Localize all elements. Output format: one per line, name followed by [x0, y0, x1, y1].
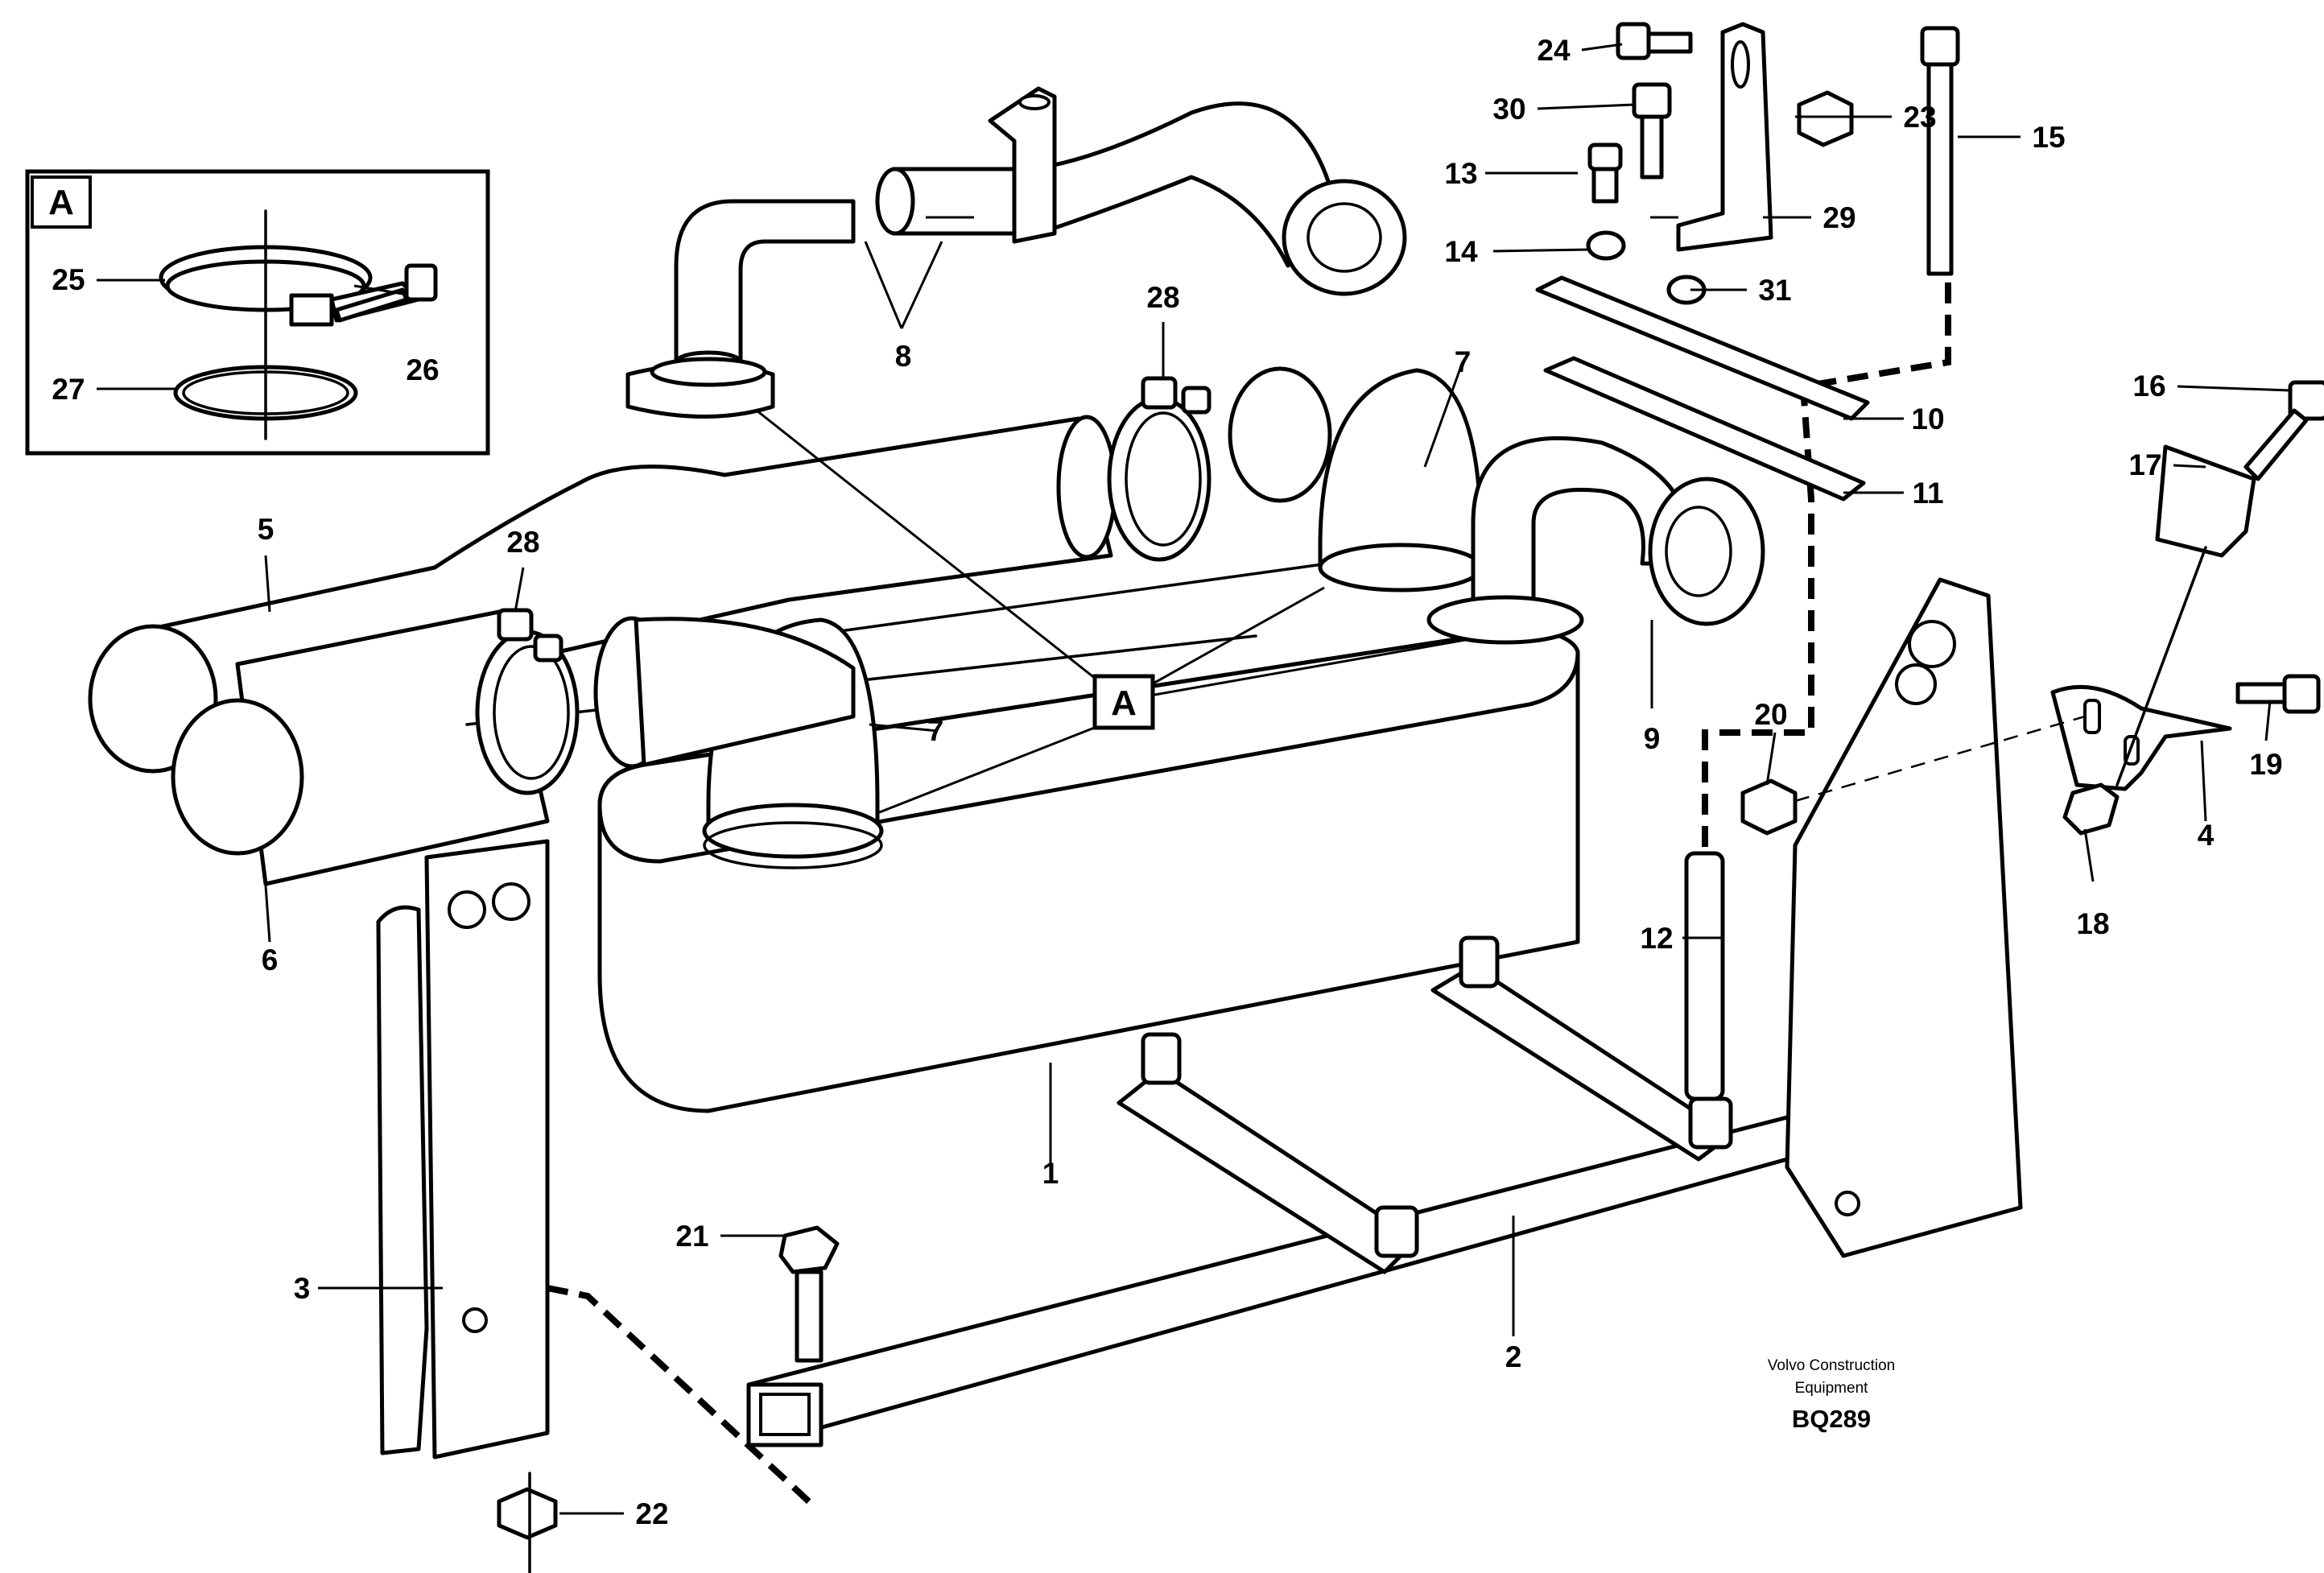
callout-28-front: 28 [506, 526, 539, 559]
spacer-14 [1586, 230, 1626, 261]
center-marker-a: A [756, 409, 1466, 815]
elbow-7-front [593, 616, 884, 869]
clamp-17 [2155, 444, 2256, 558]
callout-9: 9 [1644, 722, 1661, 755]
nut-23 [1797, 90, 1854, 147]
callout-12: 12 [1640, 922, 1673, 955]
bolt-13 [1587, 142, 1623, 204]
callout-20: 20 [1754, 698, 1787, 731]
bolt-19 [2235, 674, 2321, 714]
detail-a-label: A [48, 183, 74, 222]
callout-4: 4 [2198, 819, 2215, 852]
nut-22 [497, 1487, 558, 1540]
bracket-29 [1676, 22, 1773, 252]
spacer-12 [1684, 851, 1725, 1101]
callout-16: 16 [2132, 370, 2165, 403]
clamp-28-rear [1107, 376, 1212, 562]
bolt-26 [334, 263, 438, 323]
elbow-7-rear [1228, 366, 1484, 592]
callout-6: 6 [262, 943, 279, 976]
callout-7-rear: 7 [1455, 345, 1472, 378]
plate-10 [1535, 275, 1870, 421]
bolt-16 [2244, 380, 2324, 481]
callout-22: 22 [635, 1497, 668, 1530]
credit-line-2: Equipment [1795, 1380, 1869, 1397]
plate-11 [1543, 356, 1866, 502]
callout-23: 23 [1903, 101, 1936, 134]
callout-1: 1 [1042, 1157, 1059, 1190]
callout-25: 25 [52, 263, 85, 296]
callout-31: 31 [1758, 274, 1791, 307]
pipe-8-assembly [625, 86, 1407, 419]
callout-27: 27 [52, 373, 85, 406]
callout-13: 13 [1444, 157, 1477, 190]
callout-18: 18 [2076, 907, 2109, 940]
pipe-9 [1426, 436, 1765, 645]
callout-15: 15 [2032, 121, 2065, 154]
callout-19: 19 [2249, 748, 2282, 781]
callout-5: 5 [258, 513, 275, 546]
callout-8: 8 [895, 340, 912, 373]
callout-17: 17 [2128, 448, 2161, 481]
bolt-21 [778, 1225, 840, 1363]
nut-18 [2062, 782, 2120, 836]
callout-14: 14 [1444, 235, 1478, 268]
callout-2: 2 [1505, 1340, 1522, 1373]
bolt-24 [1616, 22, 1693, 60]
drawing-code: BQ289 [1792, 1405, 1871, 1433]
callout-28-rear: 28 [1146, 281, 1179, 314]
bracket-4-plate [1785, 577, 2232, 1258]
nut-20 [1740, 778, 1798, 836]
center-a-label: A [1111, 683, 1137, 723]
callout-7-front: 7 [927, 714, 944, 747]
detail-inset-a: A [25, 169, 490, 456]
callout-10: 10 [1911, 403, 1944, 436]
callout-3: 3 [294, 1272, 311, 1305]
callout-26: 26 [406, 353, 439, 386]
frame-2 [746, 935, 1862, 1447]
callout-29: 29 [1822, 201, 1855, 234]
callout-30: 30 [1492, 93, 1525, 126]
bolt-30 [1632, 82, 1672, 180]
credit-block: Volvo Construction Equipment BQ289 [1768, 1357, 1895, 1433]
leader-lines [97, 43, 2291, 1515]
clamp-28-front [475, 608, 580, 795]
bracket-3 [376, 839, 550, 1459]
bolt-15 [1920, 26, 1960, 276]
credit-line-1: Volvo Construction [1768, 1357, 1895, 1374]
callout-24: 24 [1537, 34, 1571, 67]
hose-6 [171, 609, 550, 886]
callout-21: 21 [675, 1220, 708, 1253]
callout-11: 11 [1912, 477, 1943, 510]
callout-labels: 1 2 3 4 5 6 7 7 8 9 10 11 12 13 14 15 16… [52, 34, 2282, 1530]
